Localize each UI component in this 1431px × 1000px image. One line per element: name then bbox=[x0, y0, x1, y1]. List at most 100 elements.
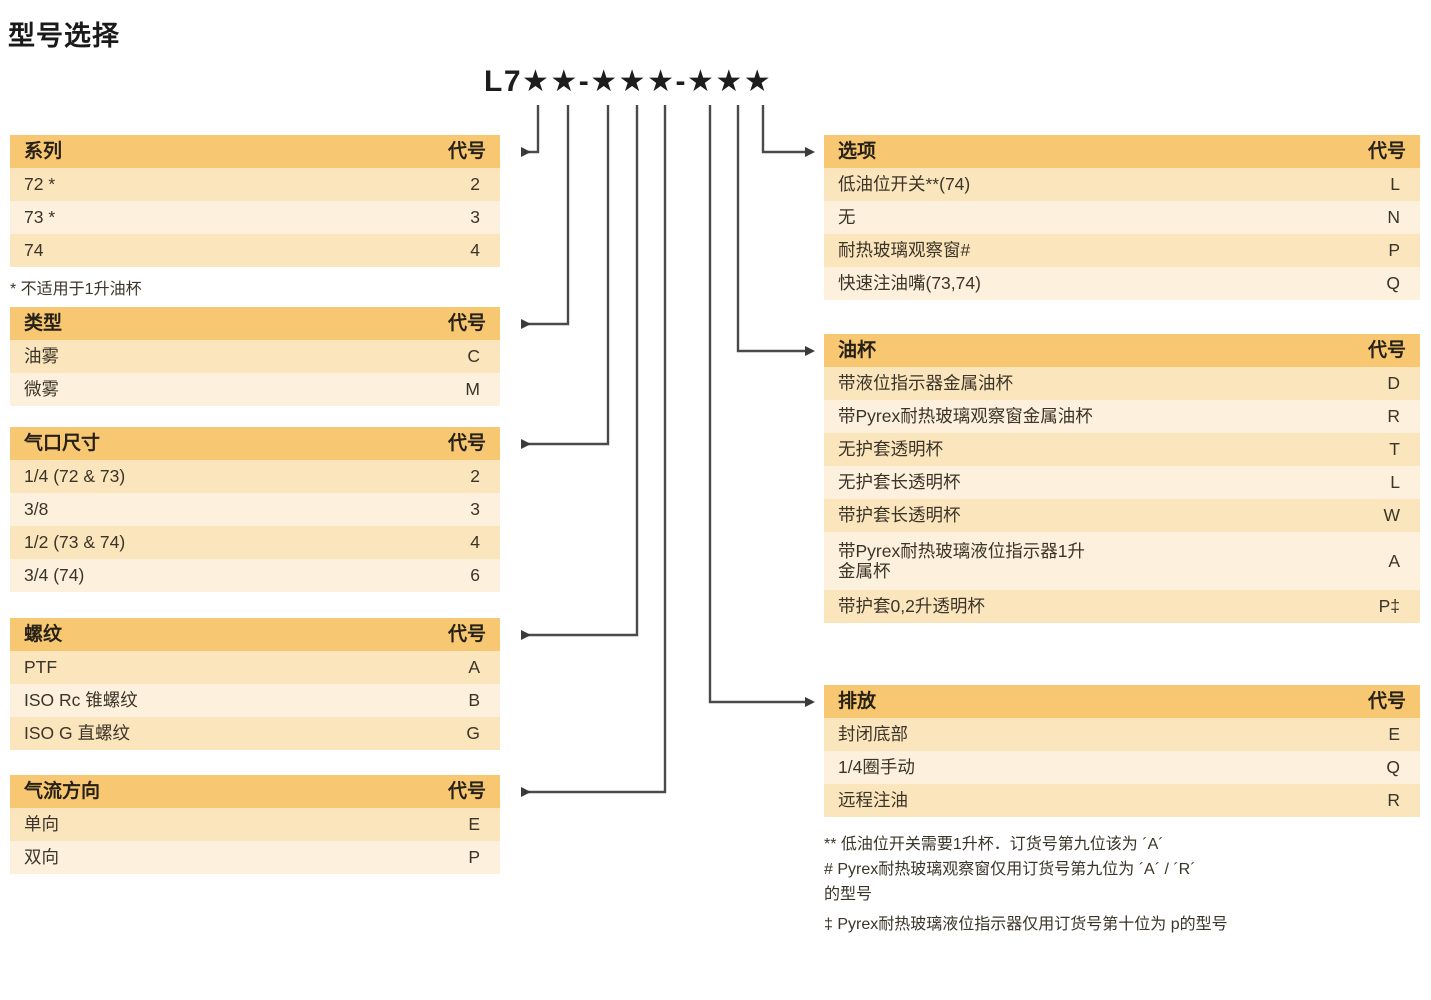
footnote-pyrex-sight-glass: # Pyrex耐热玻璃观察窗仅用订货号第九位为 ´A´ / ´R´ bbox=[824, 861, 1196, 879]
row-code: R bbox=[1387, 406, 1400, 427]
row-code: Q bbox=[1386, 273, 1400, 294]
series-footnote: * 不适用于1升油杯 bbox=[10, 281, 142, 298]
row-code: E bbox=[468, 814, 480, 835]
row-label: 低油位开关**(74) bbox=[838, 174, 971, 195]
table-row: 带液位指示器金属油杯 D bbox=[824, 367, 1420, 400]
page-title: 型号选择 bbox=[8, 21, 120, 51]
table-row: 单向 E bbox=[10, 808, 500, 841]
table-title: 气流方向 bbox=[24, 781, 101, 802]
table-header: 螺纹 代号 bbox=[10, 618, 500, 651]
leader-flow-direction bbox=[521, 105, 667, 797]
table-row: 耐热玻璃观察窗# P bbox=[824, 234, 1420, 267]
code-column-header: 代号 bbox=[447, 141, 486, 162]
row-label: 3/8 bbox=[24, 499, 49, 520]
row-label: 带Pyrex耐热玻璃液位指示器1升 金属杯 bbox=[838, 540, 1085, 581]
row-label: PTF bbox=[24, 657, 58, 678]
table-title: 选项 bbox=[838, 141, 877, 162]
footnote-low-level-switch: ** 低油位开关需要1升杯．订货号第九位该为 ´A´ bbox=[824, 836, 1164, 853]
code-column-header: 代号 bbox=[447, 781, 486, 802]
row-label: 无 bbox=[838, 207, 856, 228]
table-thread: 螺纹 代号 PTF A ISO Rc 锥螺纹 B ISO G 直螺纹 G bbox=[10, 618, 500, 750]
row-code: T bbox=[1389, 439, 1400, 460]
table-title: 排放 bbox=[838, 691, 877, 712]
table-row: 3/4 (74) 6 bbox=[10, 559, 500, 592]
table-row: 低油位开关**(74) L bbox=[824, 168, 1420, 201]
row-code: D bbox=[1387, 373, 1400, 394]
leader-type bbox=[521, 105, 570, 329]
table-row: 双向 P bbox=[10, 841, 500, 874]
table-row: 油雾 C bbox=[10, 340, 500, 373]
row-label: 72 * bbox=[24, 174, 56, 195]
table-title: 类型 bbox=[24, 313, 63, 334]
row-code: R bbox=[1387, 790, 1400, 811]
row-code: C bbox=[467, 346, 480, 367]
row-code: P‡ bbox=[1378, 596, 1400, 617]
leader-port-size bbox=[521, 105, 610, 449]
code-column-header: 代号 bbox=[1367, 340, 1406, 361]
row-code: A bbox=[468, 657, 480, 678]
row-label: 无护套长透明杯 bbox=[838, 472, 961, 493]
row-label: 快速注油嘴(73,74) bbox=[838, 273, 981, 294]
row-code: 2 bbox=[470, 466, 480, 487]
table-row: 无护套长透明杯 L bbox=[824, 466, 1420, 499]
code-column-header: 代号 bbox=[1367, 141, 1406, 162]
row-label: ISO Rc 锥螺纹 bbox=[24, 690, 138, 711]
model-code-pattern: L7★★-★★★-★★★ bbox=[484, 65, 773, 98]
row-code: G bbox=[466, 723, 480, 744]
table-row: 74 4 bbox=[10, 234, 500, 267]
table-row: 1/4 (72 & 73) 2 bbox=[10, 460, 500, 493]
code-column-header: 代号 bbox=[447, 433, 486, 454]
row-label: 74 bbox=[24, 240, 44, 261]
table-row: 带Pyrex耐热玻璃观察窗金属油杯 R bbox=[824, 400, 1420, 433]
row-label: 带护套长透明杯 bbox=[838, 505, 961, 526]
table-row: ISO G 直螺纹 G bbox=[10, 717, 500, 750]
code-column-header: 代号 bbox=[447, 624, 486, 645]
table-title: 螺纹 bbox=[24, 624, 63, 645]
table-header: 气口尺寸 代号 bbox=[10, 427, 500, 460]
code-column-header: 代号 bbox=[1367, 691, 1406, 712]
table-drain: 排放 代号 封闭底部 E 1/4圈手动 Q 远程注油 R bbox=[824, 685, 1420, 817]
row-code: P bbox=[468, 847, 480, 868]
table-header: 选项 代号 bbox=[824, 135, 1420, 168]
table-title: 系列 bbox=[24, 141, 63, 162]
footnote-pyrex-sight-glass-cont: 的型号 bbox=[824, 886, 873, 904]
table-row: 73 * 3 bbox=[10, 201, 500, 234]
row-label: 3/4 (74) bbox=[24, 565, 85, 586]
row-label: 1/4圈手动 bbox=[838, 757, 915, 778]
leader-thread bbox=[521, 105, 639, 640]
table-title: 油杯 bbox=[838, 340, 877, 361]
table-options: 选项 代号 低油位开关**(74) L 无 N 耐热玻璃观察窗# P 快速注油嘴… bbox=[824, 135, 1420, 300]
table-header: 排放 代号 bbox=[824, 685, 1420, 718]
row-label: 封闭底部 bbox=[838, 724, 908, 745]
footnotes-block: ** 低油位开关需要1升杯．订货号第九位该为 ´A´ # Pyrex耐热玻璃观察… bbox=[824, 833, 1431, 938]
row-label: 油雾 bbox=[24, 346, 59, 367]
leader-bowl bbox=[736, 105, 815, 356]
row-code: L bbox=[1390, 174, 1400, 195]
row-code: P bbox=[1388, 240, 1400, 261]
table-row: 带护套长透明杯 W bbox=[824, 499, 1420, 532]
table-row: 72 * 2 bbox=[10, 168, 500, 201]
table-row: 无护套透明杯 T bbox=[824, 433, 1420, 466]
row-label: 单向 bbox=[24, 814, 59, 835]
row-code: A bbox=[1388, 550, 1400, 571]
leader-options bbox=[761, 105, 815, 157]
leader-drain bbox=[708, 105, 815, 707]
table-header: 油杯 代号 bbox=[824, 334, 1420, 367]
table-row: 带Pyrex耐热玻璃液位指示器1升 金属杯 A bbox=[824, 532, 1420, 590]
table-row: 1/2 (73 & 74) 4 bbox=[10, 526, 500, 559]
leader-series bbox=[521, 105, 540, 157]
table-row: PTF A bbox=[10, 651, 500, 684]
table-row: 远程注油 R bbox=[824, 784, 1420, 817]
row-label: 无护套透明杯 bbox=[838, 439, 943, 460]
footnote-pyrex-level-indicator: ‡ Pyrex耐热玻璃液位指示器仅用订货号第十位为 p的型号 bbox=[824, 915, 1228, 933]
row-code: 4 bbox=[470, 240, 480, 261]
table-title: 气口尺寸 bbox=[24, 433, 101, 454]
row-label: 1/2 (73 & 74) bbox=[24, 532, 126, 553]
row-label: 带Pyrex耐热玻璃观察窗金属油杯 bbox=[838, 406, 1093, 427]
row-code: B bbox=[468, 690, 480, 711]
row-label: 双向 bbox=[24, 847, 59, 868]
table-row: ISO Rc 锥螺纹 B bbox=[10, 684, 500, 717]
table-row: 带护套0,2升透明杯 P‡ bbox=[824, 590, 1420, 623]
table-series: 系列 代号 72 * 2 73 * 3 74 4 bbox=[10, 135, 500, 267]
table-type: 类型 代号 油雾 C 微雾 M bbox=[10, 307, 500, 406]
